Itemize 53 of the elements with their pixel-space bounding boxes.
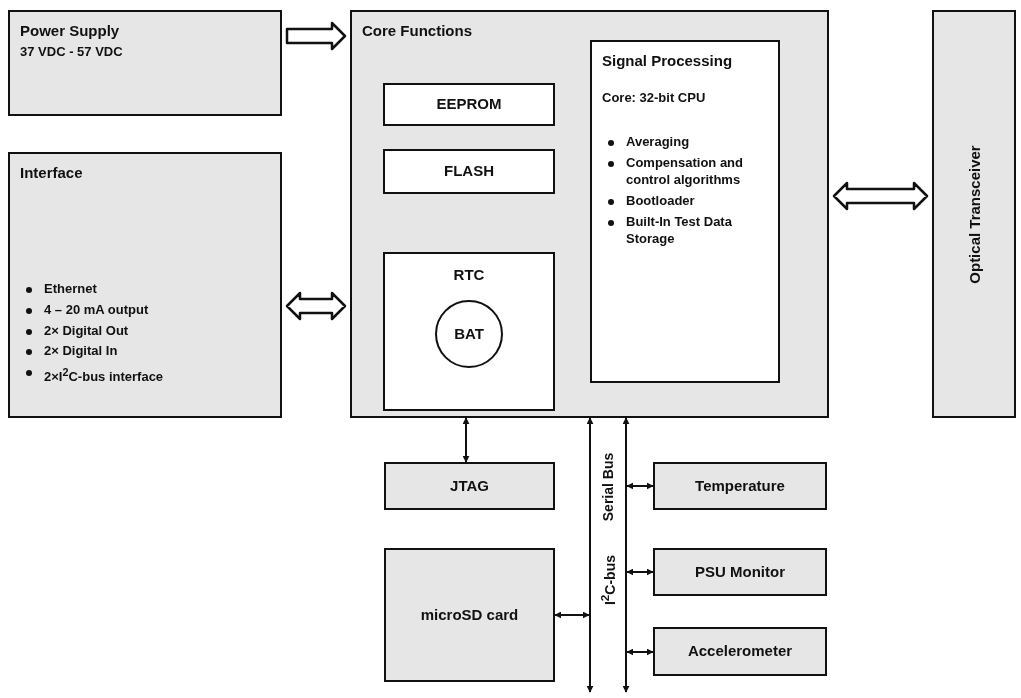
double-arrow bbox=[462, 417, 470, 463]
bus-line bbox=[625, 440, 627, 670]
module-box bbox=[384, 462, 555, 510]
box-title: FLASH bbox=[444, 162, 494, 181]
list-item: Ethernet bbox=[44, 280, 97, 296]
list-item: Compensation and control algorithms bbox=[626, 155, 743, 188]
box-title: Accelerometer bbox=[687, 642, 793, 661]
box-title: Interface bbox=[20, 164, 83, 183]
bus-label: Serial Bus bbox=[600, 452, 616, 522]
module-box bbox=[653, 462, 827, 510]
block-arrow bbox=[285, 291, 347, 321]
box-title: EEPROM bbox=[436, 95, 502, 114]
box-title: Power Supply bbox=[20, 22, 120, 41]
box-title: RTC bbox=[453, 266, 485, 285]
module-box bbox=[8, 10, 282, 116]
module-box bbox=[384, 548, 555, 682]
arrow bbox=[586, 417, 594, 441]
bus-line bbox=[589, 440, 591, 670]
list-item: 2× Digital Out bbox=[44, 322, 129, 338]
box-title: Optical Transceiver bbox=[965, 144, 983, 284]
double-arrow bbox=[626, 648, 654, 656]
function-block bbox=[383, 149, 555, 194]
module-box bbox=[932, 10, 1016, 418]
arrow bbox=[586, 669, 594, 693]
double-arrow bbox=[626, 482, 654, 490]
box-title: Core Functions bbox=[362, 22, 472, 41]
box-title: Signal Processing bbox=[602, 52, 733, 71]
box-title: microSD card bbox=[420, 605, 519, 625]
list-item: Bootloader bbox=[626, 192, 695, 208]
list-item: 4 – 20 mA output bbox=[44, 301, 149, 317]
box-title: PSU Monitor bbox=[695, 562, 785, 582]
body-text: 37 VDC - 57 VDC bbox=[20, 42, 123, 61]
double-arrow bbox=[554, 611, 590, 619]
module-box bbox=[350, 10, 829, 418]
list-item: 2× Digital In bbox=[44, 343, 118, 359]
box-title: BAT bbox=[454, 324, 484, 344]
body-text: Core: 32-bit CPU bbox=[602, 88, 706, 107]
function-block bbox=[590, 40, 780, 383]
list-item: Averaging bbox=[626, 134, 690, 150]
module-box bbox=[653, 548, 827, 596]
function-block bbox=[383, 252, 555, 411]
box-title: JTAG bbox=[450, 476, 489, 496]
module-box bbox=[653, 627, 827, 676]
box-title: Temperature bbox=[695, 476, 785, 496]
arrow bbox=[622, 669, 630, 693]
list-item: 2×I$^{2}$C-bus interface bbox=[44, 368, 164, 384]
list-item: Built-In Test Data Storage bbox=[626, 213, 732, 246]
block-arrow bbox=[285, 21, 347, 51]
block-arrow bbox=[832, 181, 929, 211]
double-arrow bbox=[626, 568, 654, 576]
module-box bbox=[8, 152, 282, 418]
arrow bbox=[622, 417, 630, 441]
function-block bbox=[383, 83, 555, 126]
